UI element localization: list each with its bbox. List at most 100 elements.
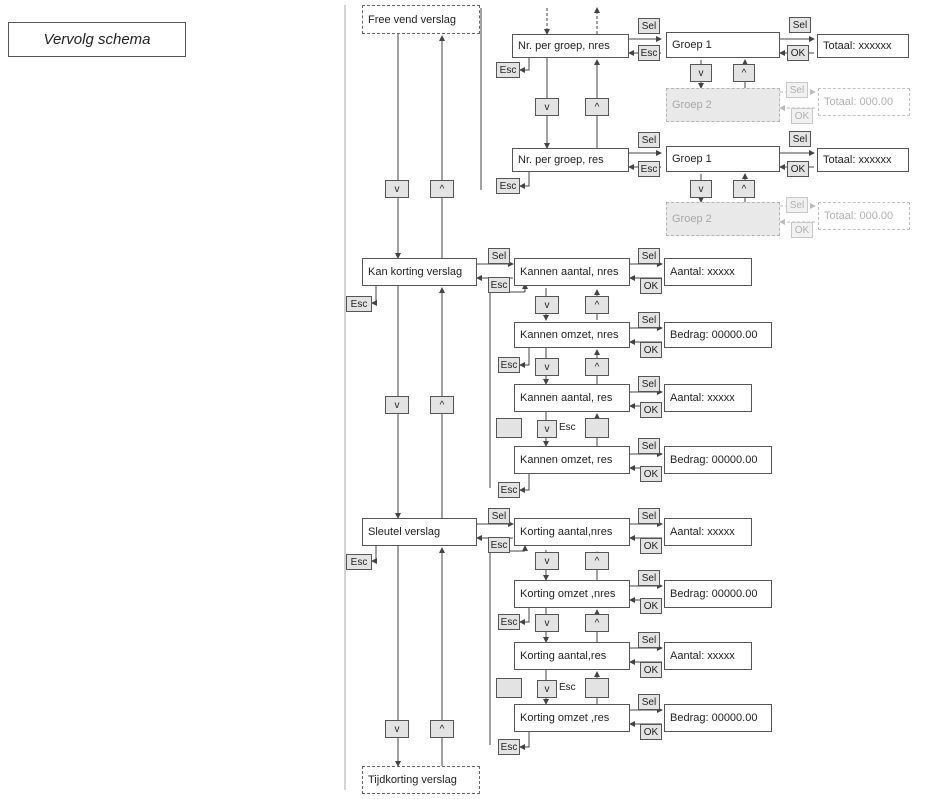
sel-button[interactable]: Sel: [638, 18, 660, 34]
korting-aantal-res: Korting aantal,res: [514, 642, 630, 670]
totaal-box: Totaal: xxxxxx: [817, 34, 909, 58]
korting-aantal-nres: Korting aantal,nres: [514, 518, 630, 546]
down-button[interactable]: v: [385, 396, 409, 414]
sleutel-menu: Sleutel verslag: [362, 518, 477, 546]
sel-button[interactable]: Sel: [789, 17, 811, 33]
esc-button[interactable]: Esc: [498, 482, 520, 498]
blank-button[interactable]: [496, 678, 522, 698]
bedrag-result: Bedrag: 00000.00: [664, 580, 772, 608]
page-title: Vervolg schema: [8, 22, 186, 57]
sel-button[interactable]: Sel: [638, 438, 660, 454]
kannen-aantal-nres: Kannen aantal, nres: [514, 258, 630, 286]
sel-button[interactable]: Sel: [638, 570, 660, 586]
groep-1-box: Groep 1: [666, 146, 780, 172]
blank-button[interactable]: [585, 678, 609, 698]
aantal-result: Aantal: xxxxx: [664, 384, 752, 412]
down-button[interactable]: v: [537, 680, 557, 698]
ok-button-ghost[interactable]: OK: [791, 108, 813, 124]
ok-button[interactable]: OK: [640, 538, 662, 554]
esc-button[interactable]: Esc: [498, 357, 520, 373]
esc-button[interactable]: Esc: [638, 161, 660, 177]
bedrag-result: Bedrag: 00000.00: [664, 446, 772, 474]
esc-label: Esc: [559, 682, 576, 693]
up-button[interactable]: ^: [430, 180, 454, 198]
kannen-omzet-nres: Kannen omzet, nres: [514, 322, 630, 348]
down-button[interactable]: v: [535, 552, 559, 570]
blank-button[interactable]: [585, 418, 609, 438]
kannen-aantal-res: Kannen aantal, res: [514, 384, 630, 412]
nr-per-groep-nres: Nr. per groep, nres: [512, 34, 629, 58]
ok-button[interactable]: OK: [640, 342, 662, 358]
ok-button[interactable]: OK: [787, 161, 809, 177]
ok-button[interactable]: OK: [787, 45, 809, 61]
groep-1-box: Groep 1: [666, 32, 780, 58]
ok-button[interactable]: OK: [640, 466, 662, 482]
up-button[interactable]: ^: [733, 64, 755, 82]
sel-button[interactable]: Sel: [789, 131, 811, 147]
sel-button[interactable]: Sel: [638, 376, 660, 392]
korting-omzet-res: Korting omzet ,res: [514, 704, 630, 732]
totaal-ghost-box: Totaal: 000.00: [818, 202, 910, 230]
ok-button[interactable]: OK: [640, 402, 662, 418]
free-vend-menu: Free vend verslag: [362, 5, 480, 34]
esc-button[interactable]: Esc: [638, 45, 660, 61]
up-button[interactable]: ^: [585, 296, 609, 314]
bedrag-result: Bedrag: 00000.00: [664, 322, 772, 348]
ok-button[interactable]: OK: [640, 724, 662, 740]
up-button[interactable]: ^: [585, 98, 609, 116]
groep-2-box: Groep 2: [666, 88, 780, 122]
sel-button[interactable]: Sel: [488, 508, 510, 524]
kannen-omzet-res: Kannen omzet, res: [514, 446, 630, 474]
totaal-ghost-box: Totaal: 000.00: [818, 88, 910, 116]
sel-button[interactable]: Sel: [638, 248, 660, 264]
tijdkorting-menu: Tijdkorting verslag: [362, 766, 480, 794]
down-button[interactable]: v: [385, 720, 409, 738]
totaal-box: Totaal: xxxxxx: [817, 148, 909, 172]
sel-button-ghost[interactable]: Sel: [786, 82, 808, 98]
up-button[interactable]: ^: [733, 180, 755, 198]
down-button[interactable]: v: [690, 64, 712, 82]
sel-button[interactable]: Sel: [638, 312, 660, 328]
down-button[interactable]: v: [690, 180, 712, 198]
down-button[interactable]: v: [535, 614, 559, 632]
ok-button[interactable]: OK: [640, 278, 662, 294]
up-button[interactable]: ^: [430, 720, 454, 738]
esc-button[interactable]: Esc: [346, 554, 372, 570]
esc-button[interactable]: Esc: [346, 296, 372, 312]
blank-button[interactable]: [496, 418, 522, 438]
up-button[interactable]: ^: [585, 614, 609, 632]
sel-button[interactable]: Sel: [488, 248, 510, 264]
down-button[interactable]: v: [535, 358, 559, 376]
korting-omzet-nres: Korting omzet ,nres: [514, 580, 630, 608]
up-button[interactable]: ^: [585, 358, 609, 376]
aantal-result: Aantal: xxxxx: [664, 258, 752, 286]
aantal-result: Aantal: xxxxx: [664, 518, 752, 546]
groep-2-box: Groep 2: [666, 202, 780, 236]
esc-button[interactable]: Esc: [496, 178, 520, 194]
down-button[interactable]: v: [537, 420, 557, 438]
down-button[interactable]: v: [535, 296, 559, 314]
esc-button[interactable]: Esc: [498, 739, 520, 755]
sel-button[interactable]: Sel: [638, 132, 660, 148]
esc-label: Esc: [559, 422, 576, 433]
down-button[interactable]: v: [535, 98, 559, 116]
sel-button[interactable]: Sel: [638, 694, 660, 710]
sel-button[interactable]: Sel: [638, 508, 660, 524]
esc-button[interactable]: Esc: [496, 62, 520, 78]
ok-button[interactable]: OK: [640, 662, 662, 678]
esc-button[interactable]: Esc: [488, 277, 510, 293]
bedrag-result: Bedrag: 00000.00: [664, 704, 772, 732]
ok-button-ghost[interactable]: OK: [791, 222, 813, 238]
esc-button[interactable]: Esc: [498, 614, 520, 630]
kan-korting-menu: Kan korting verslag: [362, 258, 477, 286]
sel-button[interactable]: Sel: [638, 632, 660, 648]
sel-button-ghost[interactable]: Sel: [786, 197, 808, 213]
down-button[interactable]: v: [385, 180, 409, 198]
up-button[interactable]: ^: [430, 396, 454, 414]
nr-per-groep-res: Nr. per groep, res: [512, 148, 629, 172]
ok-button[interactable]: OK: [640, 598, 662, 614]
aantal-result: Aantal: xxxxx: [664, 642, 752, 670]
esc-button[interactable]: Esc: [488, 537, 510, 553]
up-button[interactable]: ^: [585, 552, 609, 570]
